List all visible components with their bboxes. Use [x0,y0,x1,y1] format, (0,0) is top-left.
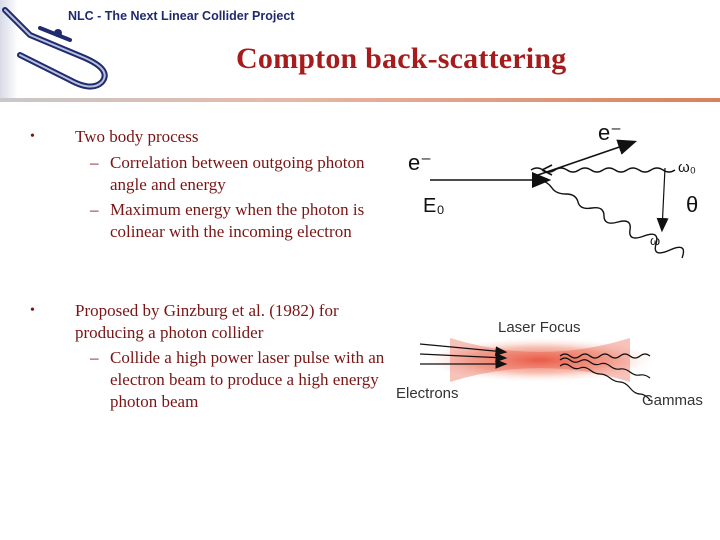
theta-label: θ [686,192,698,217]
bullet-symbol: • [30,129,35,144]
laser-beam-glow [425,338,655,382]
energy-label: E₀ [423,195,445,217]
laser-focus-diagram: Laser Focus Electrons Gammas [396,319,703,409]
electron-out-label: e⁻ [598,120,622,145]
omega0-label: ω₀ [678,159,696,176]
header-text: NLC - The Next Linear Collider Project [68,9,295,23]
photon-arrowhead [541,164,553,176]
nlc-logo [0,0,108,100]
laser-focus-label: Laser Focus [498,319,581,336]
gamma-wave [559,363,651,401]
electron-arrow [419,352,508,363]
outgoing-electron-arrow [534,139,638,177]
gamma-wave [559,357,651,379]
sub-bullet-text: Collide a high power laser pulse with an… [110,348,385,411]
sub-bullet-text: Maximum energy when the photon is coline… [110,200,365,241]
sub-bullet-text: Correlation between outgoing photon angl… [110,153,365,194]
dash-symbol: – [90,153,99,172]
dash-symbol: – [90,200,99,219]
title-divider [0,98,720,102]
omega-label: ω [650,233,660,248]
bullet-text: Two body process [75,127,199,146]
electrons-label: Electrons [396,385,459,402]
dash-symbol: – [90,348,99,367]
bullet-text: Proposed by Ginzburg et al. (1982) for p… [75,301,339,342]
theta-reference-line [656,167,669,233]
gamma-wave [559,353,651,359]
electron-in-label: e⁻ [408,150,432,175]
bullet-symbol: • [30,303,35,318]
scattered-photon-wave [539,179,685,259]
gammas-label: Gammas [642,392,703,409]
page-title: Compton back-scattering [236,42,567,75]
compton-diagram: e⁻ e⁻ E₀ ω₀ θ ω [408,120,698,259]
incoming-photon-wave [530,167,676,173]
electron-arrow [419,343,508,356]
